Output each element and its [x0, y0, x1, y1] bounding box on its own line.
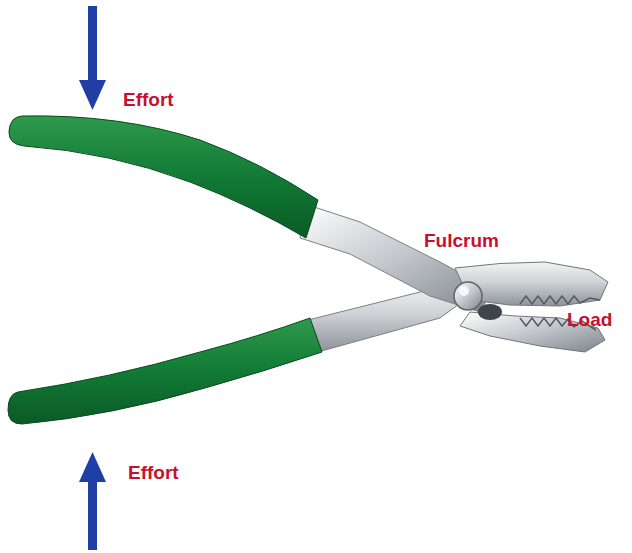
part-label: Load — [567, 310, 612, 331]
arrow-shaft — [88, 480, 97, 550]
handle-grip — [9, 116, 318, 238]
arrow-head — [79, 452, 106, 482]
effort-arrow — [79, 6, 106, 110]
effort-arrow — [79, 452, 106, 550]
arrow-head — [79, 80, 106, 110]
jaw-teeth — [520, 296, 600, 304]
upper-arm — [300, 204, 492, 312]
slip-joint-slot — [478, 304, 502, 320]
arrow-shaft — [88, 6, 97, 82]
pivot-bolt — [454, 282, 482, 310]
part-label: Effort — [128, 463, 179, 484]
handle-grip — [8, 318, 322, 424]
bolt-highlight — [459, 286, 469, 296]
part-label: Fulcrum — [424, 231, 499, 252]
part-label: Effort — [123, 90, 174, 111]
